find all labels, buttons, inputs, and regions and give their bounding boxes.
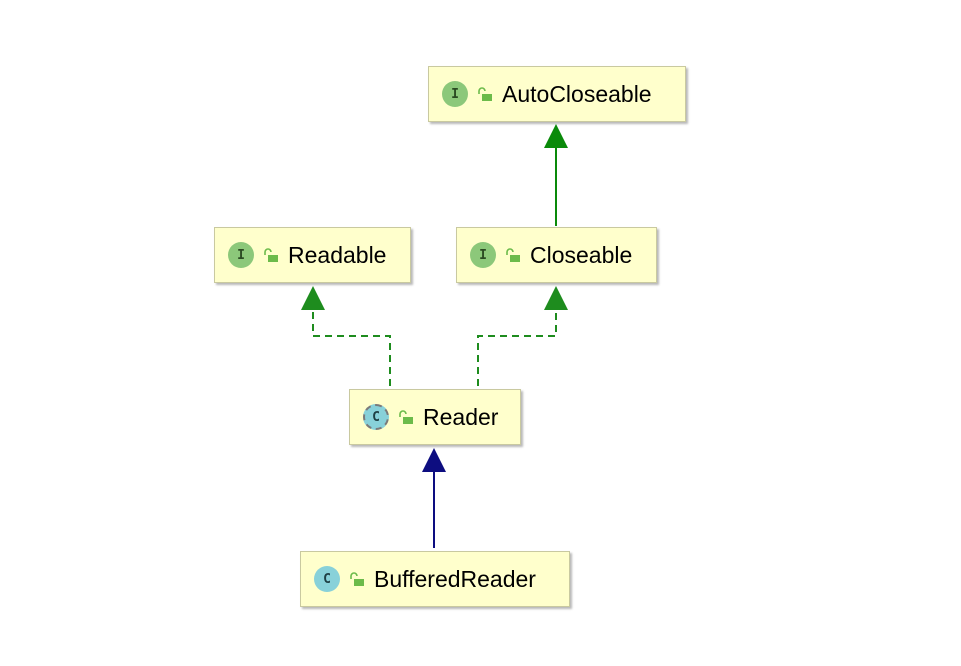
unlocked-padlock-icon	[264, 248, 278, 262]
node-label: AutoCloseable	[502, 80, 652, 107]
node-bufferedreader[interactable]: C BufferedReader	[300, 551, 570, 607]
interface-icon: I	[442, 81, 468, 107]
edge-line	[477, 310, 557, 386]
edge-reader-to-closeable	[477, 286, 568, 386]
node-label: BufferedReader	[374, 565, 536, 592]
node-autocloseable[interactable]: I AutoCloseable	[428, 66, 686, 122]
interface-icon: I	[470, 242, 496, 268]
node-label: Readable	[288, 241, 387, 268]
arrowhead-icon	[544, 124, 568, 148]
node-label: Reader	[423, 403, 499, 430]
unlocked-padlock-icon	[478, 87, 492, 101]
edge-reader-to-readable	[301, 286, 391, 386]
edge-closeable-to-autocloseable	[544, 124, 568, 226]
edge-line	[312, 310, 391, 386]
arrowhead-icon	[544, 286, 568, 310]
unlocked-padlock-icon	[399, 410, 413, 424]
unlocked-padlock-icon	[350, 572, 364, 586]
arrowhead-icon	[301, 286, 325, 310]
node-closeable[interactable]: I Closeable	[456, 227, 657, 283]
interface-icon: I	[228, 242, 254, 268]
unlocked-padlock-icon	[506, 248, 520, 262]
edge-bufferedreader-to-reader	[422, 448, 446, 548]
abstract-class-icon: C	[363, 404, 389, 430]
node-label: Closeable	[530, 241, 633, 268]
node-readable[interactable]: I Readable	[214, 227, 411, 283]
class-icon: C	[314, 566, 340, 592]
node-reader[interactable]: C Reader	[349, 389, 521, 445]
arrowhead-icon	[422, 448, 446, 472]
